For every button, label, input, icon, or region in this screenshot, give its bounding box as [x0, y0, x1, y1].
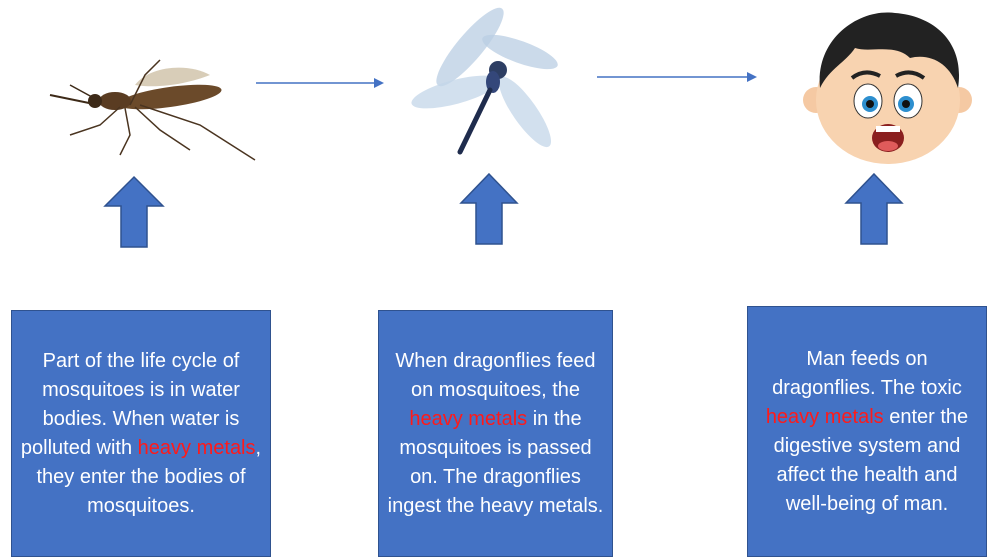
highlight-heavy-metals: heavy metals — [409, 408, 527, 430]
man-description-text: Man feeds on dragonflies. The toxic heav… — [754, 345, 980, 519]
up-arrow-mosquito — [104, 176, 164, 248]
mosquito-description-box: Part of the life cycle of mosquitoes is … — [11, 310, 271, 557]
highlight-heavy-metals: heavy metals — [766, 406, 884, 428]
up-arrow-man — [845, 173, 903, 245]
mosquito-description-text: Part of the life cycle of mosquitoes is … — [18, 347, 264, 521]
dragonfly-description-box: When dragonflies feed on mosquitoes, the… — [378, 310, 613, 557]
man-description-box: Man feeds on dragonflies. The toxic heav… — [747, 306, 987, 557]
up-arrow-dragonfly — [460, 173, 518, 245]
mosquito-icon — [40, 55, 270, 170]
highlight-heavy-metals: heavy metals — [138, 437, 256, 459]
dragonfly-icon — [400, 12, 565, 160]
flow-arrow-mosquito-to-dragonfly — [256, 76, 384, 90]
dragonfly-description-text: When dragonflies feed on mosquitoes, the… — [385, 347, 606, 521]
scared-boy-face-icon — [800, 8, 975, 168]
flow-arrow-dragonfly-to-man — [597, 70, 757, 84]
